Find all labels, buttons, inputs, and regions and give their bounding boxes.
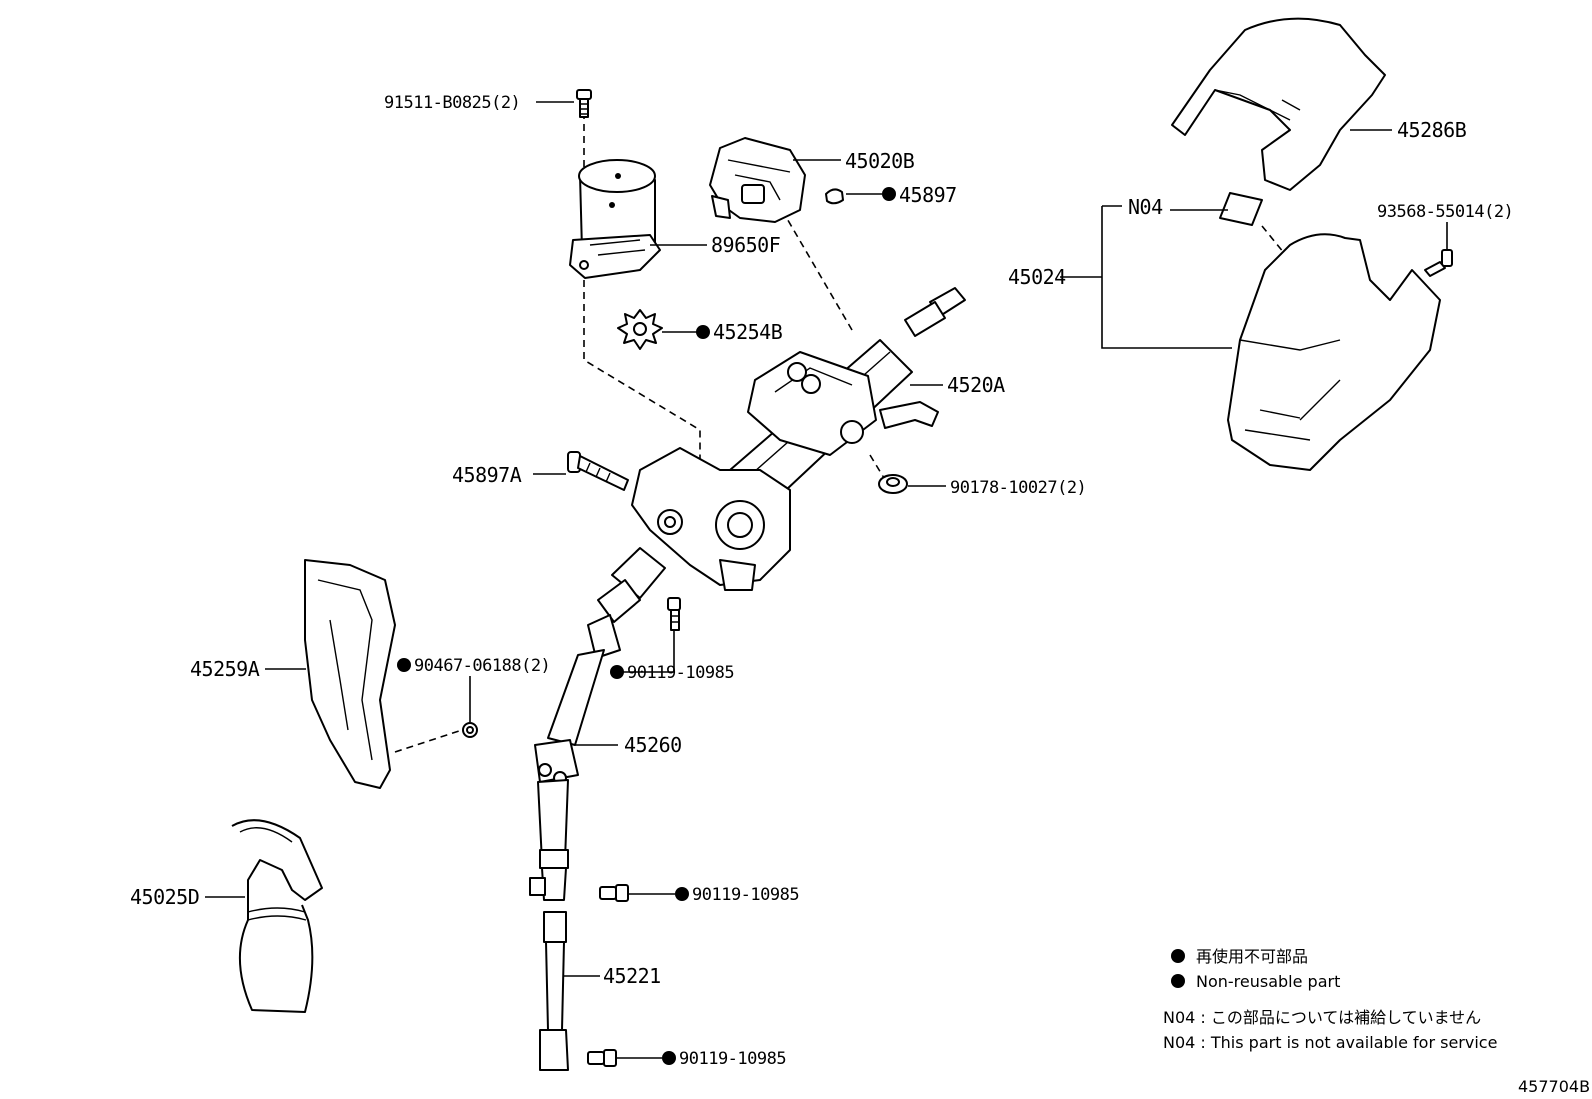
- bolt-91511-part[interactable]: [576, 89, 592, 118]
- nonreusable-bullet: [675, 887, 689, 901]
- nonreusable-bullet: [662, 1051, 676, 1065]
- label-45221[interactable]: 45221: [603, 964, 661, 988]
- label-90467[interactable]: 90467-06188(2): [414, 656, 551, 676]
- label-90119-lower[interactable]: 90119-10985: [679, 1049, 787, 1069]
- nonreusable-bullet: [696, 325, 710, 339]
- label-N04[interactable]: N04: [1128, 195, 1164, 219]
- label-45020B[interactable]: 45020B: [845, 149, 915, 173]
- bolt-45897A-part[interactable]: [567, 451, 629, 491]
- label-90178[interactable]: 90178-10027(2): [950, 478, 1087, 498]
- cap-45897-part[interactable]: [825, 188, 844, 205]
- legend-n04-en: N04 : This part is not available for ser…: [1163, 1033, 1497, 1052]
- leader-lines: [205, 101, 1448, 1059]
- label-N04-part[interactable]: [1219, 192, 1263, 226]
- legend-bullet-icon: [1171, 974, 1185, 988]
- label-45254B[interactable]: 45254B: [713, 320, 783, 344]
- label-45897A[interactable]: 45897A: [452, 463, 522, 487]
- guide-line-45020B-column: [781, 209, 853, 331]
- label-45260[interactable]: 45260: [624, 733, 682, 757]
- nonreusable-bullet: [397, 658, 411, 672]
- label-4520A[interactable]: 4520A: [947, 373, 1006, 397]
- bolt-90119-upper-part[interactable]: [667, 597, 681, 631]
- label-90119-upper[interactable]: 90119-10985: [627, 663, 735, 683]
- label-91511[interactable]: 91511-B0825(2): [384, 93, 521, 113]
- legend-nonreusable-jp: 再使用不可部品: [1196, 947, 1308, 966]
- nut-90178-part[interactable]: [878, 474, 908, 494]
- cover-45259A-part[interactable]: [304, 559, 396, 789]
- label-45259A[interactable]: 45259A: [190, 657, 260, 681]
- boot-45025D-part[interactable]: [231, 819, 323, 1013]
- lower-cover-45024-part[interactable]: [1227, 233, 1441, 471]
- lower-shaft-45221-part[interactable]: [539, 911, 569, 1071]
- bolt-90119-middle-part[interactable]: [599, 884, 629, 902]
- diagram-id: 457704B: [1518, 1077, 1590, 1096]
- nonreusable-bullet: [610, 665, 624, 679]
- upper-cover-45286B-part[interactable]: [1171, 17, 1386, 191]
- sensor-45020B-part[interactable]: [709, 137, 806, 223]
- label-89650F[interactable]: 89650F: [711, 233, 781, 257]
- label-45897[interactable]: 45897: [899, 183, 957, 207]
- motor-89650F-part[interactable]: [569, 159, 661, 279]
- label-45286B[interactable]: 45286B: [1397, 118, 1467, 142]
- legend-nonreusable-en: Non-reusable part: [1196, 972, 1340, 991]
- label-90119-middle[interactable]: 90119-10985: [692, 885, 800, 905]
- legend-n04-jp: N04 : この部品については補給していません: [1163, 1008, 1481, 1027]
- label-45024[interactable]: 45024: [1008, 265, 1067, 289]
- legend: 再使用不可部品 Non-reusable part N04 : この部品について…: [1163, 947, 1497, 1052]
- screw-93568-part[interactable]: [1424, 249, 1453, 277]
- bolt-90119-lower-part[interactable]: [587, 1049, 617, 1067]
- label-45025D[interactable]: 45025D: [130, 885, 200, 909]
- clip-90467-part[interactable]: [462, 722, 478, 738]
- intermediate-shaft-45260-part[interactable]: [529, 547, 666, 901]
- guide-line-45259A-clip: [394, 729, 463, 753]
- label-93568[interactable]: 93568-55014(2): [1377, 202, 1514, 222]
- gear-45254B-part[interactable]: [617, 309, 663, 350]
- steering-column-4520A-part[interactable]: [631, 287, 966, 591]
- guide-line-90178: [869, 454, 885, 479]
- nonreusable-bullet: [882, 187, 896, 201]
- legend-bullet-icon: [1171, 949, 1185, 963]
